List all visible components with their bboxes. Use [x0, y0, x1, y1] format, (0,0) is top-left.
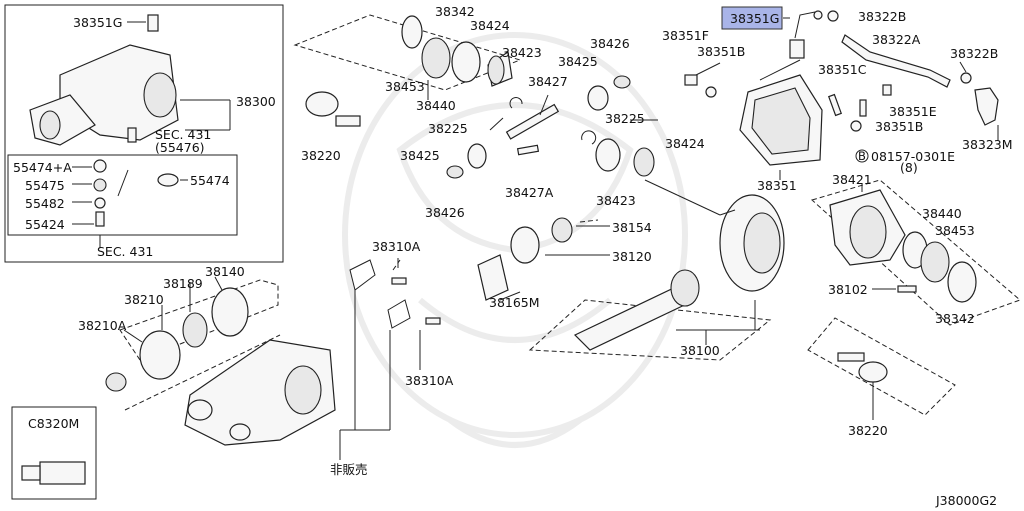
label-38423-top: 38423: [502, 45, 542, 60]
label-38453-top: 38453: [385, 79, 425, 94]
label-C8320M: C8320M: [28, 416, 79, 431]
label-38426-left: 38426: [425, 205, 465, 220]
label-38210A: 38210A: [78, 318, 127, 333]
label-38225-left: 38225: [428, 121, 468, 136]
label-38425-top: 38425: [558, 54, 598, 69]
label-38322B-top: 38322B: [858, 9, 906, 24]
label-not-sold: 非販売: [330, 462, 368, 477]
label-38425-left: 38425: [400, 148, 440, 163]
rear-cover-group: [684, 6, 999, 180]
svg-text:B: B: [858, 149, 866, 163]
label-38310A-bottom: 38310A: [405, 373, 454, 388]
label-38426-top: 38426: [590, 36, 630, 51]
label-38351G-left: 38351G: [73, 15, 122, 30]
highlight-38351G: [721, 6, 783, 30]
label-55475: 55475: [25, 178, 65, 193]
c8320m-box: [11, 406, 97, 500]
label-38322B-right: 38322B: [950, 46, 998, 61]
label-38440-right: 38440: [922, 206, 962, 221]
label-38322A: 38322A: [872, 32, 921, 47]
label-38189: 38189: [163, 276, 203, 291]
label-38440-top: 38440: [416, 98, 456, 113]
differential-assembly-group: [4, 4, 284, 263]
label-38424-mid: 38424: [665, 136, 705, 151]
label-38154: 38154: [612, 220, 652, 235]
label-38351F: 38351F: [662, 28, 709, 43]
label-38310A-top: 38310A: [372, 239, 421, 254]
label-38351B-top: 38351B: [697, 44, 745, 59]
label-38453-right: 38453: [935, 223, 975, 238]
label-38300: 38300: [236, 94, 276, 109]
label-sec431-a: SEC. 431: [155, 127, 211, 142]
bolt-ref-badge: B: [855, 149, 869, 163]
label-38220-right: 38220: [848, 423, 888, 438]
label-38120: 38120: [612, 249, 652, 264]
label-38427A: 38427A: [505, 185, 554, 200]
label-38351G-highlighted[interactable]: 38351G: [730, 11, 779, 26]
carrier-group: [124, 258, 441, 460]
label-38210: 38210: [124, 292, 164, 307]
label-38421: 38421: [832, 172, 872, 187]
diagram-code: J38000G2: [935, 493, 997, 508]
label-08157-qty: (8): [900, 160, 918, 175]
side-gear-group: [293, 14, 658, 179]
diff-case-group: [807, 179, 1021, 420]
label-38102: 38102: [828, 282, 868, 297]
label-sec431-c: SEC. 431: [97, 244, 153, 259]
label-38225-right: 38225: [605, 111, 645, 126]
ring-pinion-group: [477, 179, 785, 361]
label-38342-top: 38342: [435, 4, 475, 19]
label-38351C: 38351C: [818, 62, 867, 77]
watermark-emblem: [342, 32, 688, 448]
label-38427: 38427: [528, 74, 568, 89]
label-sec431-b: (55476): [155, 140, 205, 155]
label-55474: 55474: [190, 173, 230, 188]
label-38165M: 38165M: [489, 295, 540, 310]
label-38342-right: 38342: [935, 311, 975, 326]
input-flange-group: [105, 276, 279, 392]
label-55474A: 55474+A: [13, 160, 72, 175]
label-38351B-right: 38351B: [875, 119, 923, 134]
label-55424: 55424: [25, 217, 65, 232]
label-38140: 38140: [205, 264, 245, 279]
label-08157-0301E: 08157-0301E: [871, 149, 955, 164]
label-55482: 55482: [25, 196, 65, 211]
label-38323M: 38323M: [962, 137, 1013, 152]
label-38351E: 38351E: [889, 104, 937, 119]
label-38220-top: 38220: [301, 148, 341, 163]
label-38100: 38100: [680, 343, 720, 358]
label-38424-top: 38424: [470, 18, 510, 33]
label-38423-mid: 38423: [596, 193, 636, 208]
label-38351: 38351: [757, 178, 797, 193]
